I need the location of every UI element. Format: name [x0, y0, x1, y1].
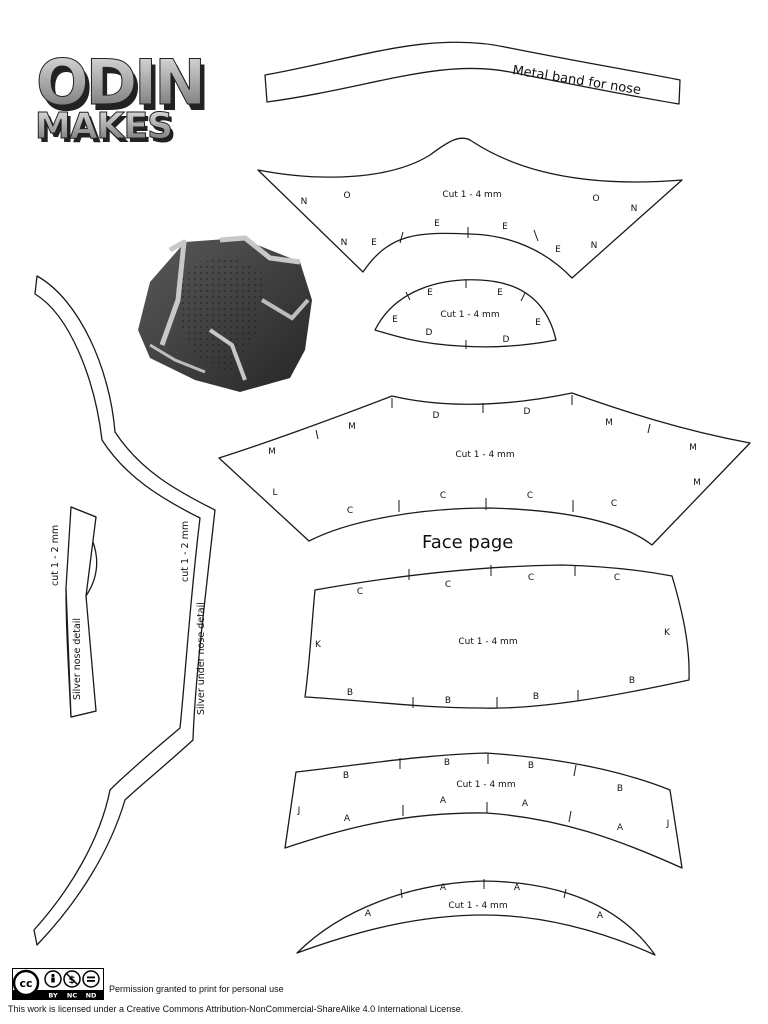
logo-odin: ODIN	[36, 46, 203, 119]
piece-1-label: E	[434, 219, 440, 229]
piece-4-label: B	[347, 688, 353, 698]
odin-makes-logo: ODIN ODIN MAKES MAKES	[35, 46, 211, 152]
piece-1-cut: Cut 1 - 4 mm	[442, 190, 501, 200]
piece-5: Cut 1 - 4 mm B B B B J A A A A J	[284, 752, 683, 869]
piece-1-label: E	[502, 222, 508, 232]
piece-3-label: M	[693, 478, 701, 488]
license-text[interactable]: This work is licensed under a Creative C…	[8, 1004, 464, 1014]
piece-3-label: M	[268, 447, 276, 457]
piece-2-label: E	[497, 288, 503, 298]
piece-4-label: B	[445, 696, 451, 706]
cc-tag-nc: NC	[67, 992, 77, 1000]
piece-1-label: N	[591, 241, 598, 251]
piece-1: Cut 1 - 4 mm N O N E E E E N O N	[257, 137, 683, 279]
piece-3-label: M	[605, 418, 613, 428]
piece-4-label: B	[629, 676, 635, 686]
piece-4-label: C	[614, 573, 620, 583]
piece-1-label: E	[371, 238, 377, 248]
piece-6-cut: Cut 1 - 4 mm	[448, 901, 507, 911]
page-heading: Face page	[422, 532, 513, 553]
piece-6-label: A	[514, 883, 521, 893]
piece-4: Cut 1 - 4 mm C C C C K K B B B B	[304, 564, 690, 709]
piece-4-label: K	[315, 640, 322, 650]
piece-4-label: C	[357, 587, 363, 597]
piece-3: Cut 1 - 4 mm M M D D M M M L C C C C L	[218, 392, 751, 546]
piece-3-label: M	[348, 422, 356, 432]
piece-4-label: C	[528, 573, 534, 583]
svg-text:$: $	[69, 975, 76, 986]
piece-3-label: C	[611, 499, 617, 509]
piece-6-label: A	[597, 911, 604, 921]
piece-3-cut: Cut 1 - 4 mm	[455, 450, 514, 460]
piece-4-label: B	[533, 692, 539, 702]
piece-2-label: D	[426, 328, 433, 338]
piece-2-label: E	[427, 288, 433, 298]
piece-5-cut: Cut 1 - 4 mm	[456, 780, 515, 790]
cc-tag-by: BY	[48, 992, 58, 1000]
piece-5-label: B	[617, 784, 623, 794]
piece-5-label: A	[440, 796, 447, 806]
piece-6-label: A	[365, 909, 372, 919]
piece-1-label: N	[341, 238, 348, 248]
piece-2-label: E	[535, 318, 541, 328]
piece-1-label: N	[631, 204, 638, 214]
cc-tag-nd: ND	[86, 992, 97, 1000]
piece-4-label: C	[445, 580, 451, 590]
piece-3-label: M	[689, 443, 697, 453]
piece-4-cut: Cut 1 - 4 mm	[458, 637, 517, 647]
logo-odin-shadow: ODIN	[40, 52, 207, 125]
piece-3-label: C	[440, 491, 446, 501]
metal-band-piece: Metal band for nose	[264, 41, 681, 105]
mask-photo	[138, 235, 312, 392]
piece-1-label: O	[343, 191, 350, 201]
piece-5-label: A	[522, 799, 529, 809]
cc-text: cc	[19, 977, 32, 990]
piece-2-label: D	[503, 335, 510, 345]
piece-3-label: L	[272, 488, 277, 498]
logo-makes: MAKES	[35, 106, 172, 147]
piece-1-label: O	[592, 194, 599, 204]
piece-3-label: C	[347, 506, 353, 516]
piece-2-label: E	[392, 315, 398, 325]
piece-5-label: B	[343, 771, 349, 781]
nd-icon	[82, 970, 100, 988]
piece-5-label: B	[444, 758, 450, 768]
piece-5-label: J	[297, 806, 301, 816]
piece-2: Cut 1 - 4 mm E E E E D D	[374, 279, 557, 349]
piece-3-label: C	[527, 491, 533, 501]
under-nose-strip: Silver under nose detail cut 1 - 2 mm	[33, 275, 216, 946]
under-nose-strip-label: Silver under nose detail	[196, 602, 207, 715]
creative-commons-badge: cc $ BY NC ND	[12, 968, 104, 1000]
piece-3-label: D	[433, 411, 440, 421]
permission-text: Permission granted to print for personal…	[109, 984, 284, 994]
piece-5-label: B	[528, 761, 534, 771]
piece-5-label: A	[617, 823, 624, 833]
under-nose-strip-cut: cut 1 - 2 mm	[180, 521, 191, 582]
piece-1-label: E	[555, 245, 561, 255]
piece-5-label: A	[344, 814, 351, 824]
piece-1-label: N	[301, 197, 308, 207]
cc-icon	[12, 969, 40, 997]
piece-6: Cut 1 - 4 mm A A A A	[296, 879, 656, 956]
logo-makes-shadow: MAKES	[38, 110, 175, 151]
piece-4-label: K	[664, 628, 671, 638]
nose-detail-strip: Silver nose detail cut 1 - 2 mm	[50, 506, 98, 718]
piece-5-label: J	[666, 819, 670, 829]
nose-detail-label: Silver nose detail	[72, 618, 83, 700]
piece-6-label: A	[440, 883, 447, 893]
piece-3-label: D	[524, 407, 531, 417]
nose-detail-cut: cut 1 - 2 mm	[50, 525, 61, 586]
piece-2-cut: Cut 1 - 4 mm	[440, 310, 499, 320]
